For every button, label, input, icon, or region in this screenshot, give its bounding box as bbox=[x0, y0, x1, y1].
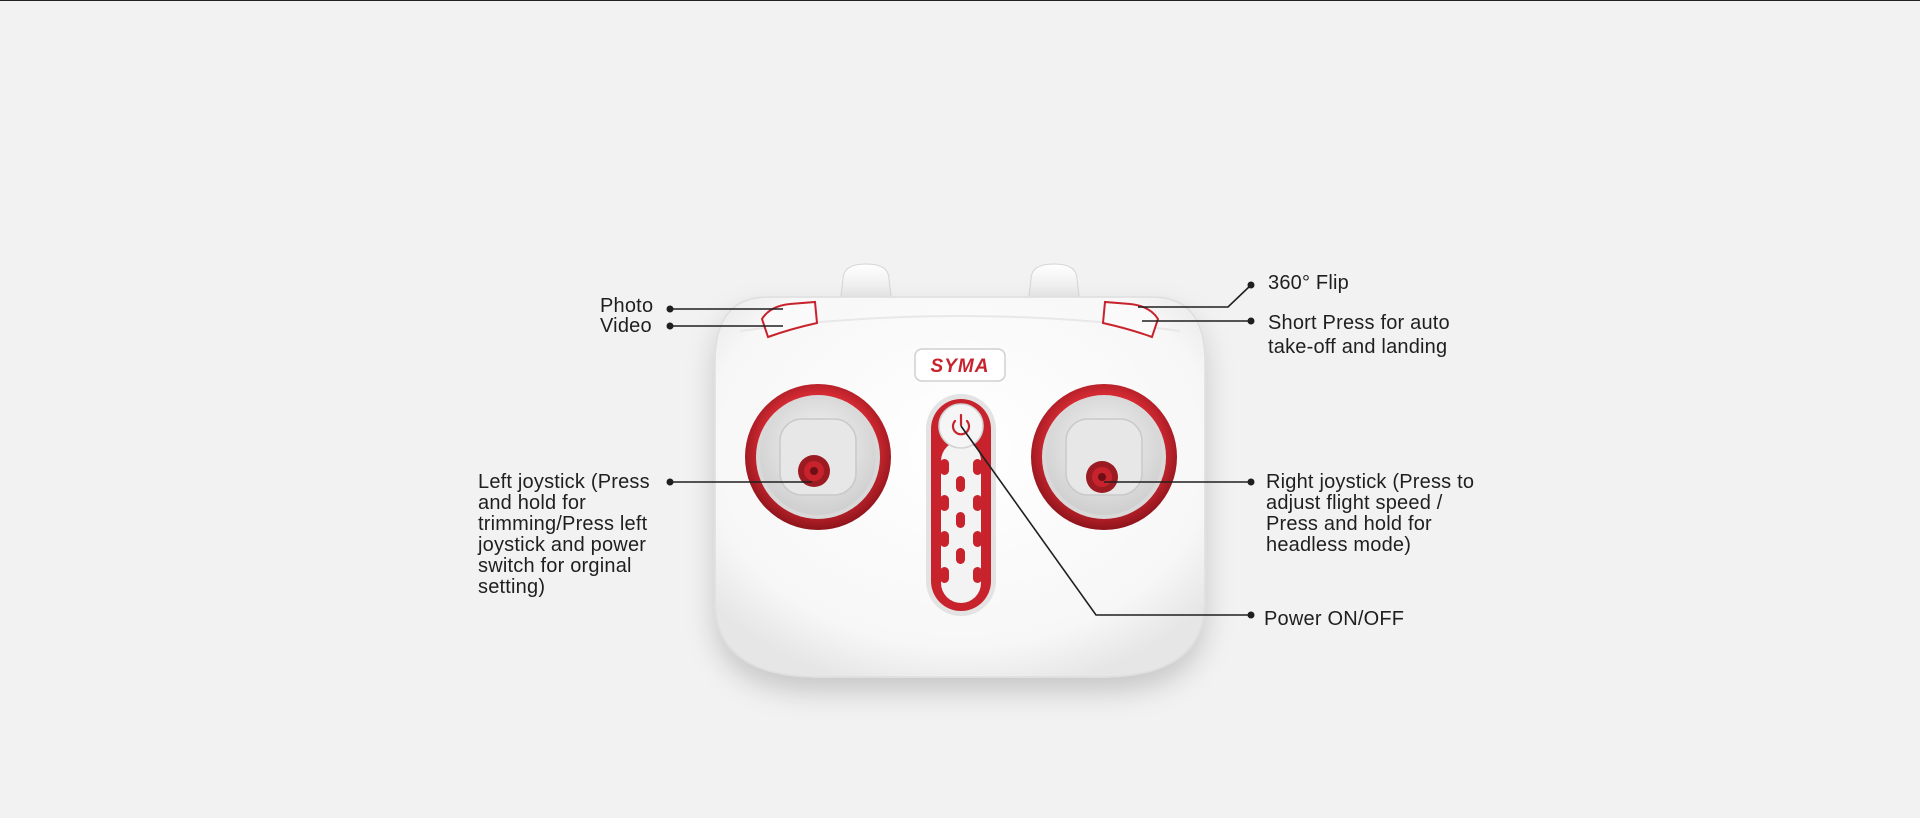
left-joystick[interactable] bbox=[745, 384, 891, 530]
video-label: Video bbox=[600, 315, 652, 337]
right-joystick-dot bbox=[1247, 478, 1255, 486]
photo-dot bbox=[666, 305, 674, 313]
power-label: Power ON/OFF bbox=[1264, 608, 1405, 630]
takeoff-dot bbox=[1247, 317, 1255, 325]
flip-takeoff-button[interactable] bbox=[1101, 300, 1160, 339]
flip-leader bbox=[1138, 284, 1252, 308]
callout-dots bbox=[666, 281, 1255, 619]
left-joystick-label: Left joystick (Press and hold for trimmi… bbox=[478, 471, 650, 598]
right-joystick[interactable] bbox=[1031, 384, 1177, 530]
grip-dots bbox=[940, 459, 982, 583]
photo-label: Photo bbox=[600, 295, 654, 317]
callout-lines bbox=[670, 284, 1252, 616]
flip-dot bbox=[1247, 281, 1255, 289]
power-dot bbox=[1247, 611, 1255, 619]
flip-label: 360° Flip bbox=[1268, 272, 1349, 294]
left-joystick-dot bbox=[666, 478, 674, 486]
auto-takeoff-label: Short Press for auto take-off and landin… bbox=[1268, 312, 1450, 358]
power-leader bbox=[960, 425, 1251, 616]
photo-video-button[interactable] bbox=[760, 300, 819, 339]
video-dot bbox=[666, 322, 674, 330]
right-joystick-label: Right joystick (Press to adjust flight s… bbox=[1266, 471, 1475, 556]
svg-text:SYMA: SYMA bbox=[931, 356, 990, 377]
power-icon bbox=[951, 413, 971, 436]
syma-logo: SYMA bbox=[914, 348, 1006, 382]
